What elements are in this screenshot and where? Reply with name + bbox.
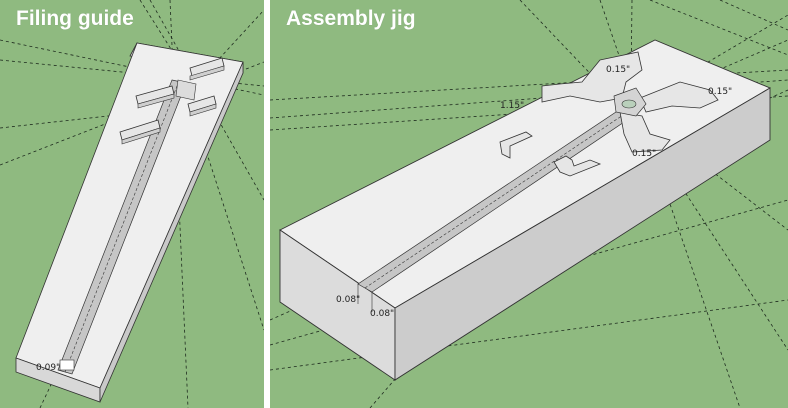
dimension-label-channel-b: 0.08" (370, 309, 394, 319)
panel-title-filing-guide: Filing guide (16, 7, 134, 30)
filing-guide-drawing: 0.09" (0, 0, 264, 408)
assembly-jig-drawing: 1.15" 0.15" 0.15" 0.15" 0.08" 0.08" (270, 0, 788, 408)
panel-title-assembly-jig: Assembly jig (286, 7, 416, 30)
dimension-label-channel-a: 0.08" (336, 295, 360, 305)
dimension-label-right-arm: 0.15" (708, 87, 732, 97)
dimension-label-lower-arm: 0.15" (632, 149, 656, 159)
assembly-jig-block (279, 39, 772, 381)
filing-guide-block (15, 42, 244, 403)
dimension-label-bottom: 0.09" (36, 363, 60, 373)
dimension-label-top-arm: 0.15" (606, 65, 630, 75)
dimension-label-left-arm: 1.15" (500, 101, 524, 111)
assembly-jig-panel: 1.15" 0.15" 0.15" 0.15" 0.08" 0.08" Asse… (270, 0, 788, 408)
filing-guide-panel: 0.09" Filing guide (0, 0, 264, 408)
